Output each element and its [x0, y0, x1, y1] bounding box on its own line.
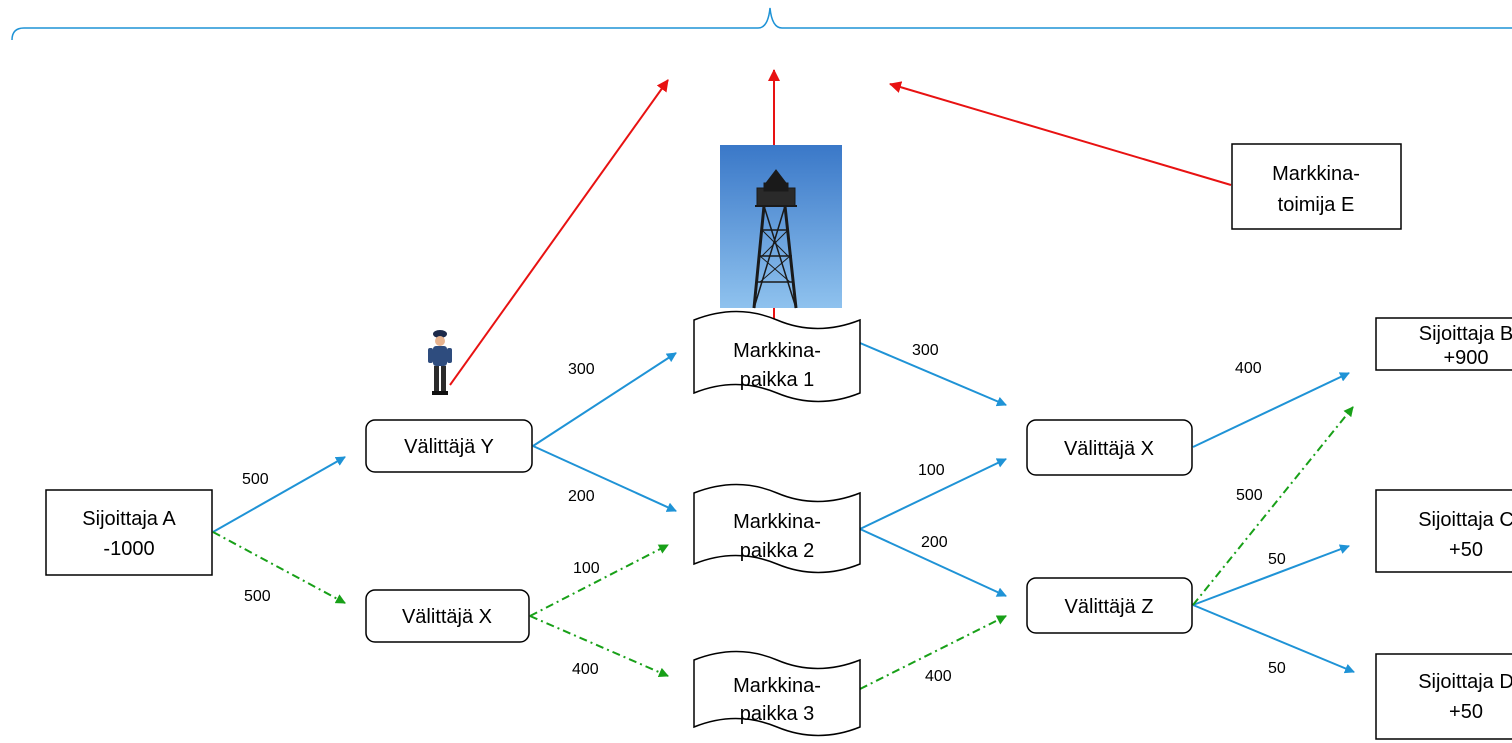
edge-label-x-m3: 400 — [572, 661, 599, 678]
edge-z-c — [1192, 544, 1350, 606]
edge-label-m3-z: 400 — [925, 668, 952, 685]
edge-label-z-b: 500 — [1236, 487, 1263, 504]
edge-y-m2 — [532, 445, 677, 512]
edge-label-z-d: 50 — [1268, 660, 1286, 677]
edge-z-d — [1192, 604, 1355, 674]
edge-label-z-c: 50 — [1268, 551, 1286, 568]
node-sijoittaja-d: Sijoittaja D +50 — [1375, 653, 1512, 740]
node-sijoittaja-b: Sijoittaja B +900 — [1375, 317, 1512, 371]
officer-image — [428, 330, 452, 395]
svg-text:Markkina-: Markkina- — [1272, 163, 1360, 185]
svg-text:toimija E: toimija E — [1278, 194, 1355, 216]
svg-text:Sijoittaja C: Sijoittaja C — [1418, 509, 1512, 531]
svg-text:Markkina-: Markkina- — [733, 675, 821, 697]
edge-m2-xr — [859, 458, 1007, 530]
svg-text:Markkina-: Markkina- — [733, 511, 821, 533]
tower-image — [720, 145, 842, 309]
red-arrow-markkinatoimija-e — [889, 81, 1232, 186]
svg-text:Markkina-: Markkina- — [733, 340, 821, 362]
edge-label-a-y: 500 — [242, 471, 269, 488]
node-markkinapaikka-3: Markkina- paikka 3 — [693, 650, 861, 737]
node-sijoittaja-a: Sijoittaja A -1000 — [45, 489, 213, 576]
svg-text:Sijoittaja D: Sijoittaja D — [1418, 671, 1512, 693]
edge-a-x — [212, 531, 346, 604]
edge-y-m1 — [532, 352, 677, 447]
edge-label-x-m2: 100 — [573, 560, 600, 577]
edge-a-y — [212, 456, 346, 533]
red-arrow-valittaja-y — [449, 79, 669, 386]
edge-label-y-m2: 200 — [568, 488, 595, 505]
edge-label-m2-xr: 100 — [918, 462, 945, 479]
svg-text:Sijoittaja B: Sijoittaja B — [1419, 323, 1512, 345]
svg-text:Sijoittaja A: Sijoittaja A — [82, 508, 176, 530]
svg-text:Välittäjä X: Välittäjä X — [402, 606, 492, 628]
svg-text:+50: +50 — [1449, 539, 1483, 561]
svg-text:+900: +900 — [1443, 347, 1488, 369]
edge-x-m3 — [529, 615, 669, 677]
node-sijoittaja-c: Sijoittaja C +50 — [1375, 489, 1512, 573]
svg-text:paikka 2: paikka 2 — [740, 540, 815, 562]
svg-text:Välittäjä X: Välittäjä X — [1064, 438, 1154, 460]
svg-text:Välittäjä Z: Välittäjä Z — [1065, 596, 1154, 618]
node-markkinapaikka-2: Markkina- paikka 2 — [693, 483, 861, 574]
edge-label-m1-xr: 300 — [912, 342, 939, 359]
node-valittaja-y: Välittäjä Y — [365, 419, 533, 473]
edge-label-xr-b: 400 — [1235, 360, 1262, 377]
node-markkinatoimija-e: Markkina- toimija E — [1231, 143, 1402, 230]
node-valittaja-z: Välittäjä Z — [1026, 577, 1193, 634]
node-valittaja-x-right: Välittäjä X — [1026, 419, 1193, 476]
edge-label-a-x: 500 — [244, 588, 271, 605]
edge-m2-z — [859, 528, 1007, 597]
node-markkinapaikka-1: Markkina- paikka 1 — [693, 310, 861, 403]
edge-x-m2 — [529, 544, 669, 617]
svg-text:paikka 1: paikka 1 — [740, 369, 815, 391]
svg-text:+50: +50 — [1449, 701, 1483, 723]
top-brace — [11, 7, 1512, 41]
edge-m1-xr — [859, 342, 1007, 407]
node-valittaja-x-left: Välittäjä X — [365, 589, 530, 643]
svg-text:-1000: -1000 — [103, 538, 154, 560]
edge-label-m2-z: 200 — [921, 534, 948, 551]
edge-xr-b — [1192, 372, 1350, 448]
edge-label-y-m1: 300 — [568, 361, 595, 378]
svg-text:Välittäjä Y: Välittäjä Y — [404, 436, 494, 458]
edge-z-b — [1192, 406, 1354, 606]
svg-text:paikka 3: paikka 3 — [740, 703, 815, 725]
